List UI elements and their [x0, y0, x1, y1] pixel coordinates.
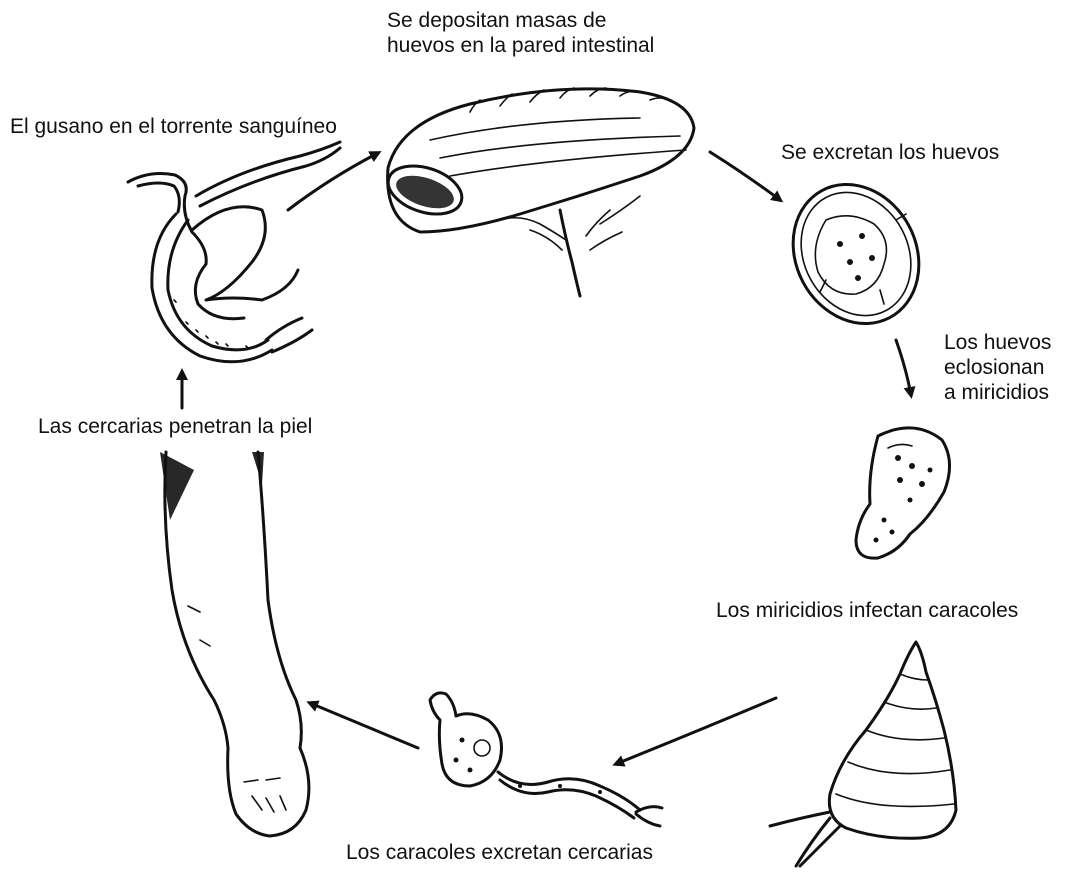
arrow-cercaria-to-arm	[310, 703, 418, 748]
arrow-snail-to-cercaria	[616, 698, 776, 764]
human-arm-icon	[160, 452, 309, 836]
label-eggs-deposited: Se depositan masas de huevos en la pared…	[387, 8, 654, 58]
arrow-intestine-to-egg	[710, 152, 780, 200]
miracidium-icon	[856, 428, 950, 558]
label-eggs-hatch-line2: eclosionan	[944, 355, 1051, 380]
label-eggs-hatch-line1: Los huevos	[944, 330, 1051, 355]
label-eggs-hatch: Los huevos eclosionan a miricidios	[944, 330, 1051, 405]
intestine-segment-icon	[382, 88, 694, 296]
label-snails-excrete-cercariae: Los caracoles excretan cercarias	[346, 840, 653, 865]
label-eggs-excreted: Se excretan los huevos	[781, 140, 999, 165]
arrow-egg-to-miracidium	[896, 340, 911, 395]
snail-icon	[770, 642, 956, 866]
adult-worm-pair-icon	[128, 142, 340, 362]
label-miracidia-infect-snails: Los miricidios infectan caracoles	[716, 598, 1018, 623]
label-worm-in-bloodstream: El gusano en el torrente sanguíneo	[10, 114, 337, 139]
label-eggs-deposited-line1: Se depositan masas de	[387, 8, 654, 33]
egg-icon	[769, 162, 943, 345]
arrow-worm-to-intestine	[288, 153, 378, 210]
label-eggs-deposited-line2: huevos en la pared intestinal	[387, 33, 654, 58]
label-eggs-hatch-line3: a miricidios	[944, 380, 1051, 405]
label-cercariae-penetrate-skin: Las cercarias penetran la piel	[38, 414, 312, 439]
